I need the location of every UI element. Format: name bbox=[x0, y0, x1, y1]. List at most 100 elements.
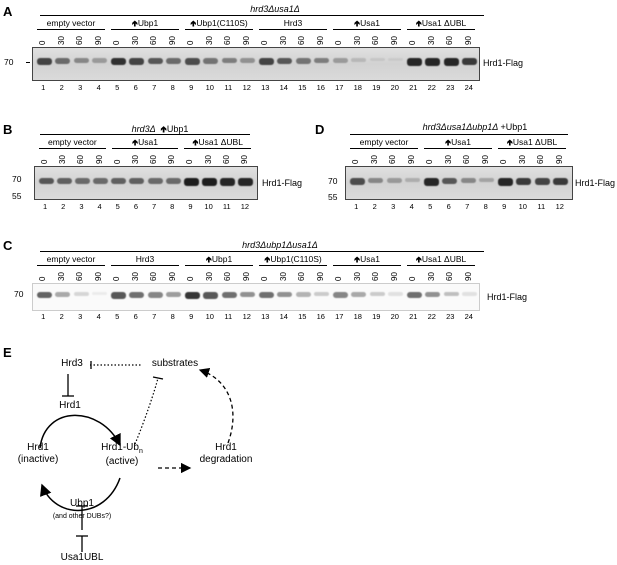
panel-c-title: hrd3Δubp1Δusa1Δ bbox=[242, 240, 318, 250]
band bbox=[55, 58, 71, 64]
time-label: 30 bbox=[278, 36, 288, 45]
time-label: 30 bbox=[204, 272, 214, 281]
group-rule bbox=[111, 265, 179, 266]
group-rule bbox=[259, 29, 327, 30]
pathway-diagram bbox=[39, 361, 234, 552]
panel-a-group-label: 🢁Usa1 bbox=[354, 18, 380, 32]
lane-number: 6 bbox=[446, 202, 451, 211]
lane-number: 8 bbox=[170, 83, 175, 92]
lane-number: 18 bbox=[353, 83, 362, 92]
panel-b-marker-55: 55 bbox=[12, 191, 22, 201]
band bbox=[425, 58, 441, 66]
lane-number: 18 bbox=[353, 312, 362, 321]
band bbox=[129, 58, 145, 65]
node-hrd1-degradation: Hrd1 degradation bbox=[200, 442, 253, 465]
band bbox=[36, 292, 52, 299]
band bbox=[92, 292, 108, 296]
lane-number: 9 bbox=[188, 202, 193, 211]
group-rule bbox=[111, 29, 179, 30]
band bbox=[92, 58, 108, 63]
node-hrd1-top: Hrd1 bbox=[59, 400, 81, 411]
panel-c-marker-70: 70 bbox=[14, 289, 24, 299]
panel-d-group-label: 🢁Usa1 bbox=[445, 137, 471, 151]
panel-d-title: hrd3Δusa1Δubp1Δ +Ubp1 bbox=[390, 122, 560, 132]
panel-a-band-label: Hrd1-Flag bbox=[483, 58, 524, 68]
time-label: 60 bbox=[462, 155, 472, 164]
group-name: Usa1 bbox=[360, 18, 380, 28]
panel-d-title-plasmid: +Ubp1 bbox=[500, 122, 528, 132]
time-label: 30 bbox=[443, 155, 453, 164]
group-name: Usa1 ΔUBL bbox=[198, 137, 243, 147]
panel-b-letter: B bbox=[3, 122, 13, 137]
group-rule bbox=[184, 148, 251, 149]
time-label: 30 bbox=[58, 155, 68, 164]
node-hrd3: Hrd3 bbox=[61, 358, 83, 369]
panel-b-title-rule bbox=[40, 134, 250, 135]
panel-d-blot bbox=[345, 166, 573, 200]
node-hrd1-ub: Hrd1-Ubn (active) bbox=[101, 442, 143, 468]
band bbox=[129, 178, 145, 184]
lane-number: 8 bbox=[483, 202, 488, 211]
deactivation-arrow bbox=[40, 477, 121, 512]
band bbox=[111, 178, 127, 184]
band bbox=[110, 292, 126, 299]
lane-number: 3 bbox=[78, 83, 83, 92]
band bbox=[258, 292, 274, 298]
band bbox=[129, 292, 145, 298]
lane-number: 4 bbox=[96, 312, 101, 321]
time-label: 30 bbox=[369, 155, 379, 164]
panel-d-marker-70: 70 bbox=[328, 176, 338, 186]
group-rule bbox=[498, 148, 566, 149]
time-label: 0 bbox=[408, 40, 418, 45]
lane-number: 21 bbox=[409, 312, 418, 321]
up-arrow-icon: 🢁 bbox=[205, 254, 212, 264]
band bbox=[203, 292, 219, 299]
panel-a-marker-70: 70 bbox=[4, 57, 14, 67]
lane-number: 1 bbox=[42, 202, 48, 211]
band bbox=[351, 58, 367, 62]
band bbox=[277, 58, 293, 65]
band bbox=[147, 292, 163, 298]
up-arrow-icon: 🢁 bbox=[354, 18, 361, 28]
band bbox=[147, 178, 163, 184]
lane-number: 11 bbox=[224, 312, 233, 321]
time-label: 90 bbox=[239, 155, 249, 164]
panel-c-group-label: empty vector bbox=[47, 254, 96, 264]
node-hrd1-inactive: Hrd1 (inactive) bbox=[18, 442, 59, 465]
group-name: Hrd3 bbox=[135, 254, 155, 264]
lane-number: 23 bbox=[446, 312, 455, 321]
lane-number: 5 bbox=[428, 202, 433, 211]
lane-number: 1 bbox=[41, 83, 46, 92]
band bbox=[332, 58, 348, 63]
panel-c-group-label: Hrd3 bbox=[136, 254, 154, 264]
lane-number: 9 bbox=[189, 83, 194, 92]
node-hrd1-inactive-name: Hrd1 bbox=[27, 442, 49, 453]
time-label: 60 bbox=[297, 272, 307, 281]
group-rule bbox=[185, 29, 253, 30]
time-label: 30 bbox=[426, 36, 436, 45]
time-label: 60 bbox=[149, 155, 159, 164]
time-label: 0 bbox=[38, 276, 48, 281]
hrd1-ub-inhibits-substrates bbox=[134, 377, 159, 445]
band bbox=[425, 292, 441, 298]
band bbox=[423, 178, 439, 186]
lane-number: 12 bbox=[242, 312, 251, 321]
lane-number: 13 bbox=[261, 83, 270, 92]
panel-b-band-label: Hrd1-Flag bbox=[262, 178, 303, 188]
panel-c-letter: C bbox=[3, 238, 13, 253]
band bbox=[220, 178, 236, 186]
time-label: 0 bbox=[260, 40, 270, 45]
time-label: 60 bbox=[297, 36, 307, 45]
time-label: 60 bbox=[75, 36, 85, 45]
band bbox=[38, 178, 54, 185]
panel-b-title-plasmid: Ubp1 bbox=[166, 124, 189, 134]
band bbox=[314, 292, 330, 296]
band bbox=[388, 292, 404, 296]
panel-a-group-label: 🢁Usa1 ΔUBL bbox=[416, 18, 467, 32]
lane-number: 3 bbox=[79, 202, 84, 211]
panel-c-blot bbox=[32, 283, 480, 311]
group-rule bbox=[333, 265, 401, 266]
group-name: Hrd3 bbox=[283, 18, 303, 28]
group-name: Usa1 ΔUBL bbox=[421, 254, 467, 264]
time-label: 0 bbox=[185, 159, 195, 164]
